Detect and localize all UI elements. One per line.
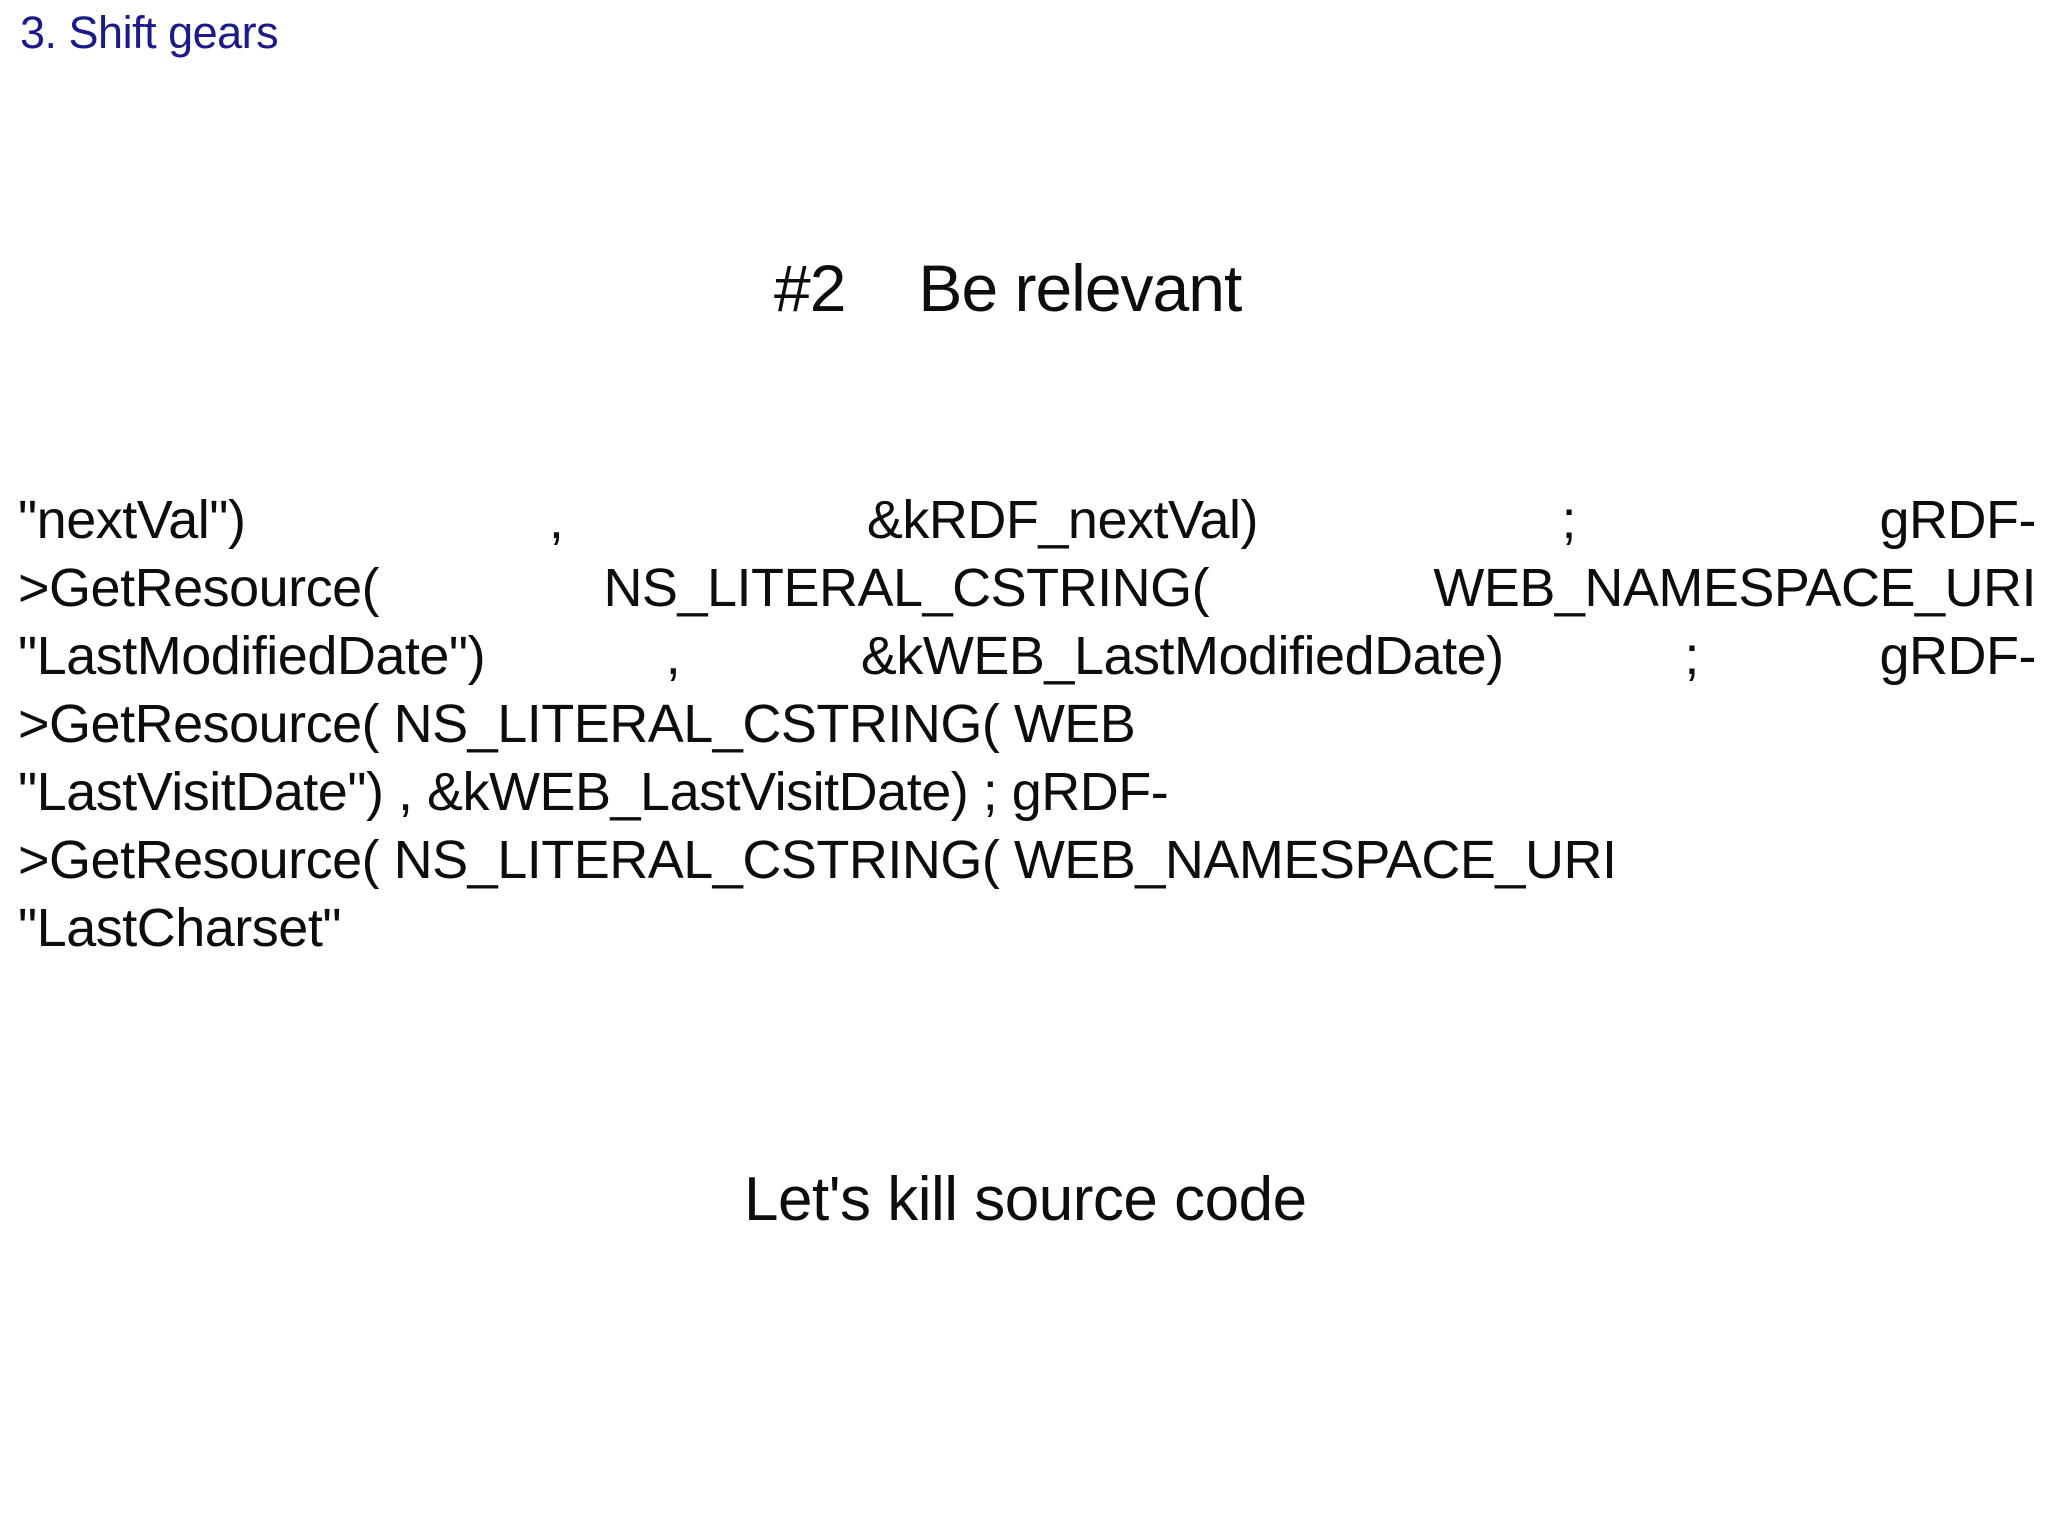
code-line: "LastCharset" (18, 898, 341, 958)
code-token: NS_LITERAL_CSTRING( (603, 558, 1210, 618)
code-token: ; (1684, 626, 1699, 686)
code-token: ; (1561, 490, 1576, 550)
heading-title: Be relevant (918, 251, 1242, 325)
code-token: gRDF- (1879, 626, 2037, 686)
code-token: gRDF- (1879, 490, 2036, 550)
code-line: "LastVisitDate") , &kWEB_LastVisitDate) … (18, 762, 1169, 822)
code-line: "nextVal") , &kRDF_nextVal) ; gRDF- (18, 486, 2036, 554)
section-link[interactable]: 3. Shift gears (20, 7, 279, 58)
code-token: WEB_NAMESPACE_URI (1433, 558, 2036, 618)
code-token: , (548, 490, 564, 550)
code-token: "nextVal") (18, 490, 246, 550)
code-token: &kWEB_LastModifiedDate) (860, 626, 1504, 686)
code-line: "LastModifiedDate") , &kWEB_LastModified… (18, 622, 2036, 690)
code-token: , (665, 626, 681, 686)
slide-heading: #2 Be relevant (774, 251, 1242, 325)
code-token: &kRDF_nextVal) (866, 490, 1259, 550)
heading-number: #2 (774, 251, 846, 325)
code-line: >GetResource( NS_LITERAL_CSTRING( WEB_NA… (18, 830, 1617, 890)
code-token: "LastModifiedDate") (18, 626, 486, 686)
code-token: >GetResource( (18, 558, 380, 618)
code-line: >GetResource( NS_LITERAL_CSTRING( WEB (18, 694, 1136, 754)
code-line: >GetResource( NS_LITERAL_CSTRING( WEB_NA… (18, 554, 2036, 622)
tagline-text: Let's kill source code (744, 1165, 1307, 1234)
code-block: "nextVal") , &kRDF_nextVal) ; gRDF- >Get… (18, 486, 2036, 962)
